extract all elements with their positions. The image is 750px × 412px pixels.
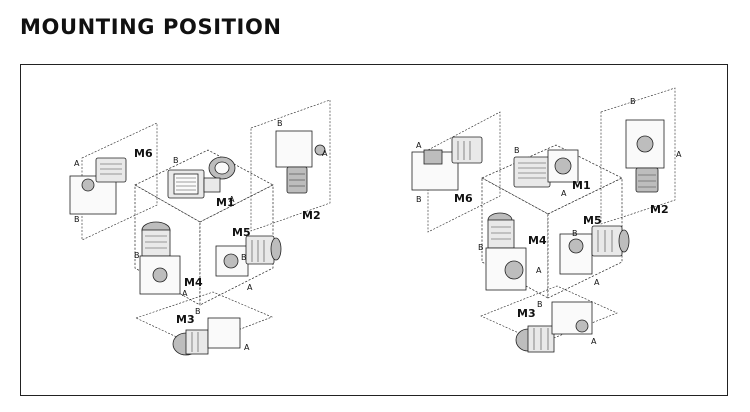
marker-b: B [241, 253, 247, 262]
marker-a: A [594, 278, 600, 287]
gear-unit-m3 [515, 301, 593, 353]
gear-unit-m5 [215, 235, 282, 277]
pane-m3 [480, 285, 618, 344]
marker-b: B [478, 243, 484, 252]
gear-unit-m1 [167, 156, 236, 199]
marker-b: B [537, 300, 543, 309]
diagram-right: M1 M2 M3 M4 M5 M6 A B A B A B A B A B A … [411, 87, 682, 353]
gear-unit-m5 [559, 225, 630, 275]
marker-b: B [630, 97, 636, 106]
gear-unit-m2 [625, 119, 665, 193]
marker-a: A [536, 266, 542, 275]
pane-m2 [600, 87, 676, 225]
label-m6: M6 [454, 192, 473, 205]
position-labels-right: M1 M2 M3 M4 M5 M6 [454, 179, 669, 320]
marker-b: B [572, 229, 578, 238]
gear-unit-m6 [69, 157, 127, 215]
marker-a: A [416, 141, 422, 150]
label-m3: M3 [176, 313, 195, 326]
side-markers-left: A B A B A B A B A B A B [74, 119, 328, 352]
marker-b: B [134, 251, 140, 260]
gear-unit-m4 [485, 212, 527, 291]
label-m2: M2 [302, 209, 321, 222]
page-title: MOUNTING POSITION [20, 15, 282, 39]
marker-a: A [247, 283, 253, 292]
position-labels-left: M1 M2 M3 M4 M5 M6 [134, 147, 321, 326]
marker-a: A [74, 159, 80, 168]
gear-unit-m1 [513, 149, 579, 188]
label-m5: M5 [232, 226, 251, 239]
marker-a: A [591, 337, 597, 346]
marker-b: B [514, 146, 520, 155]
marker-a: A [676, 150, 682, 159]
marker-a: A [182, 289, 188, 298]
marker-a: A [229, 195, 235, 204]
pane-m6 [427, 111, 501, 233]
marker-a: A [561, 189, 567, 198]
marker-b: B [74, 215, 80, 224]
label-m5: M5 [583, 214, 602, 227]
label-m3: M3 [517, 307, 536, 320]
marker-a: A [244, 343, 250, 352]
gear-unit-m2 [275, 130, 326, 194]
marker-b: B [173, 156, 179, 165]
side-markers-right: A B A B A B A B A B A B [416, 97, 682, 346]
pane-m2 [250, 99, 331, 232]
label-m4: M4 [184, 276, 203, 289]
gear-unit-m3 [172, 317, 241, 356]
gear-unit-m4 [139, 221, 181, 295]
diagram-left: M1 M2 M3 M4 M5 M6 A B A B A B A B A B A … [69, 99, 331, 356]
label-m1: M1 [216, 196, 235, 209]
label-m1: M1 [572, 179, 591, 192]
marker-b: B [195, 307, 201, 316]
label-m2: M2 [650, 203, 669, 216]
marker-a: A [322, 149, 328, 158]
label-m6: M6 [134, 147, 153, 160]
gear-unit-m6 [411, 136, 483, 191]
diagram-frame [20, 64, 728, 396]
marker-b: B [416, 195, 422, 204]
marker-b: B [277, 119, 283, 128]
label-m4: M4 [528, 234, 547, 247]
